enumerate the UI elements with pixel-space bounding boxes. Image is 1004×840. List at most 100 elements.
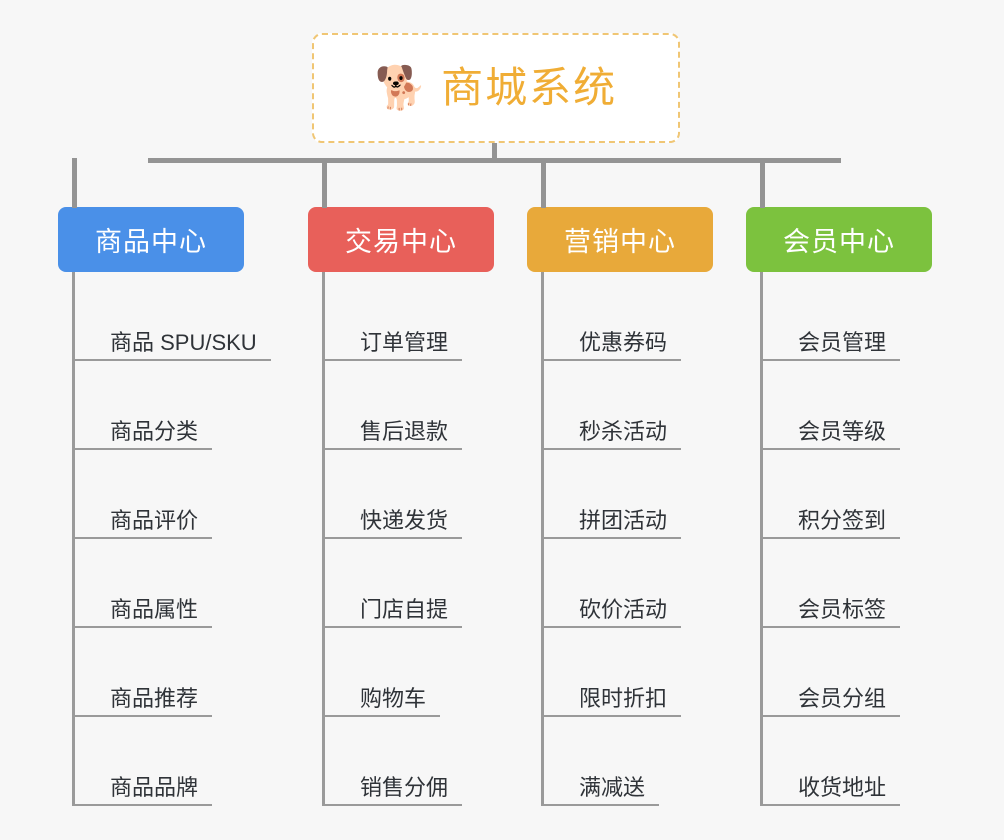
leaf-item-label: 购物车 xyxy=(360,685,427,711)
leaf-underline xyxy=(541,626,681,628)
leaf-item[interactable]: 会员管理 xyxy=(760,272,932,361)
leaf-item-label: 会员标签 xyxy=(798,596,887,622)
leaf-item-label: 快递发货 xyxy=(360,507,449,533)
leaf-item-label: 销售分佣 xyxy=(360,774,449,800)
category-box-2[interactable]: 交易中心 xyxy=(308,207,494,272)
category-connector-1 xyxy=(72,158,77,208)
leaf-item-label: 限时折扣 xyxy=(579,685,668,711)
leaf-item[interactable]: 会员标签 xyxy=(760,539,932,628)
leaf-underline xyxy=(72,626,212,628)
leaf-item[interactable]: 满减送 xyxy=(541,717,713,806)
leaf-item-label: 拼团活动 xyxy=(579,507,668,533)
leaf-item-label: 积分签到 xyxy=(798,507,887,533)
leaf-item-label: 商品评价 xyxy=(110,507,199,533)
leaf-underline xyxy=(760,715,900,717)
leaf-item[interactable]: 商品评价 xyxy=(72,450,244,539)
leaf-underline xyxy=(72,448,212,450)
category-connector-4 xyxy=(760,158,765,208)
category-label: 商品中心 xyxy=(95,227,207,257)
leaf-item[interactable]: 商品分类 xyxy=(72,361,244,450)
root-node[interactable]: 🐕 商城系统 xyxy=(312,33,680,143)
leaf-list-1: 商品 SPU/SKU 商品分类商品评价商品属性商品推荐商品品牌 xyxy=(72,272,271,806)
leaf-underline xyxy=(541,715,681,717)
leaf-item[interactable]: 会员等级 xyxy=(760,361,932,450)
leaf-item-label: 秒杀活动 xyxy=(579,418,668,444)
leaf-item[interactable]: 砍价活动 xyxy=(541,539,713,628)
leaf-item-label: 商品品牌 xyxy=(110,774,199,800)
leaf-item[interactable]: 快递发货 xyxy=(322,450,494,539)
category-box-1[interactable]: 商品中心 xyxy=(58,207,244,272)
leaf-item[interactable]: 优惠券码 xyxy=(541,272,713,361)
leaf-item-label: 会员分组 xyxy=(798,685,887,711)
leaf-item[interactable]: 售后退款 xyxy=(322,361,494,450)
category-connector-2 xyxy=(322,158,327,208)
leaf-spine xyxy=(760,272,763,806)
leaf-item-label: 会员等级 xyxy=(798,418,887,444)
leaf-item[interactable]: 商品品牌 xyxy=(72,717,244,806)
leaf-list-2: 订单管理售后退款快递发货门店自提购物车销售分佣 xyxy=(322,272,494,806)
leaf-item[interactable]: 秒杀活动 xyxy=(541,361,713,450)
leaf-underline xyxy=(72,537,212,539)
leaf-item-label: 售后退款 xyxy=(360,418,449,444)
leaf-underline xyxy=(760,448,900,450)
leaf-item[interactable]: 商品 SPU/SKU xyxy=(72,272,271,361)
leaf-item-label: 门店自提 xyxy=(360,596,449,622)
category-connector-3 xyxy=(541,158,546,208)
leaf-item-label: 满减送 xyxy=(579,774,646,800)
category-label: 交易中心 xyxy=(345,227,457,257)
leaf-underline xyxy=(541,359,681,361)
category-column-2: 交易中心订单管理售后退款快递发货门店自提购物车销售分佣 xyxy=(308,207,494,806)
root-connector-stem xyxy=(492,143,497,163)
dog-face-icon: 🐕 xyxy=(374,63,428,112)
category-box-4[interactable]: 会员中心 xyxy=(746,207,932,272)
leaf-underline xyxy=(72,359,271,361)
leaf-underline xyxy=(760,359,900,361)
leaf-underline xyxy=(322,537,462,539)
leaf-underline xyxy=(541,804,659,806)
category-box-3[interactable]: 营销中心 xyxy=(527,207,713,272)
leaf-underline xyxy=(322,626,462,628)
category-label: 会员中心 xyxy=(783,227,895,257)
leaf-item[interactable]: 订单管理 xyxy=(322,272,494,361)
leaf-item-label: 收货地址 xyxy=(798,774,887,800)
leaf-item-label: 订单管理 xyxy=(360,329,449,355)
leaf-underline xyxy=(760,537,900,539)
leaf-item-label: 商品推荐 xyxy=(110,685,199,711)
leaf-item-label: 商品分类 xyxy=(110,418,199,444)
category-column-1: 商品中心商品 SPU/SKU 商品分类商品评价商品属性商品推荐商品品牌 xyxy=(58,207,271,806)
leaf-list-4: 会员管理会员等级积分签到会员标签会员分组收货地址 xyxy=(760,272,932,806)
leaf-underline xyxy=(322,359,462,361)
leaf-underline xyxy=(541,448,681,450)
leaf-item-label: 优惠券码 xyxy=(579,329,668,355)
leaf-item-label: 商品属性 xyxy=(110,596,199,622)
leaf-item[interactable]: 会员分组 xyxy=(760,628,932,717)
category-label: 营销中心 xyxy=(564,227,676,257)
leaf-spine xyxy=(541,272,544,806)
root-connector-bar xyxy=(148,158,841,163)
leaf-item[interactable]: 积分签到 xyxy=(760,450,932,539)
leaf-underline xyxy=(72,804,212,806)
leaf-list-3: 优惠券码秒杀活动拼团活动砍价活动限时折扣满减送 xyxy=(541,272,713,806)
leaf-spine xyxy=(72,272,75,806)
leaf-item[interactable]: 销售分佣 xyxy=(322,717,494,806)
leaf-item-label: 商品 SPU/SKU xyxy=(110,329,257,355)
leaf-item[interactable]: 商品属性 xyxy=(72,539,244,628)
leaf-item[interactable]: 限时折扣 xyxy=(541,628,713,717)
category-column-3: 营销中心优惠券码秒杀活动拼团活动砍价活动限时折扣满减送 xyxy=(527,207,713,806)
leaf-underline xyxy=(72,715,212,717)
leaf-underline xyxy=(322,804,462,806)
leaf-item[interactable]: 购物车 xyxy=(322,628,494,717)
leaf-item-label: 砍价活动 xyxy=(579,596,668,622)
category-column-4: 会员中心会员管理会员等级积分签到会员标签会员分组收货地址 xyxy=(746,207,932,806)
leaf-spine xyxy=(322,272,325,806)
leaf-item-label: 会员管理 xyxy=(798,329,887,355)
leaf-underline xyxy=(322,448,462,450)
leaf-item[interactable]: 收货地址 xyxy=(760,717,932,806)
leaf-item[interactable]: 商品推荐 xyxy=(72,628,244,717)
leaf-item[interactable]: 门店自提 xyxy=(322,539,494,628)
leaf-underline xyxy=(541,537,681,539)
leaf-underline xyxy=(760,626,900,628)
leaf-item[interactable]: 拼团活动 xyxy=(541,450,713,539)
leaf-underline xyxy=(322,715,440,717)
